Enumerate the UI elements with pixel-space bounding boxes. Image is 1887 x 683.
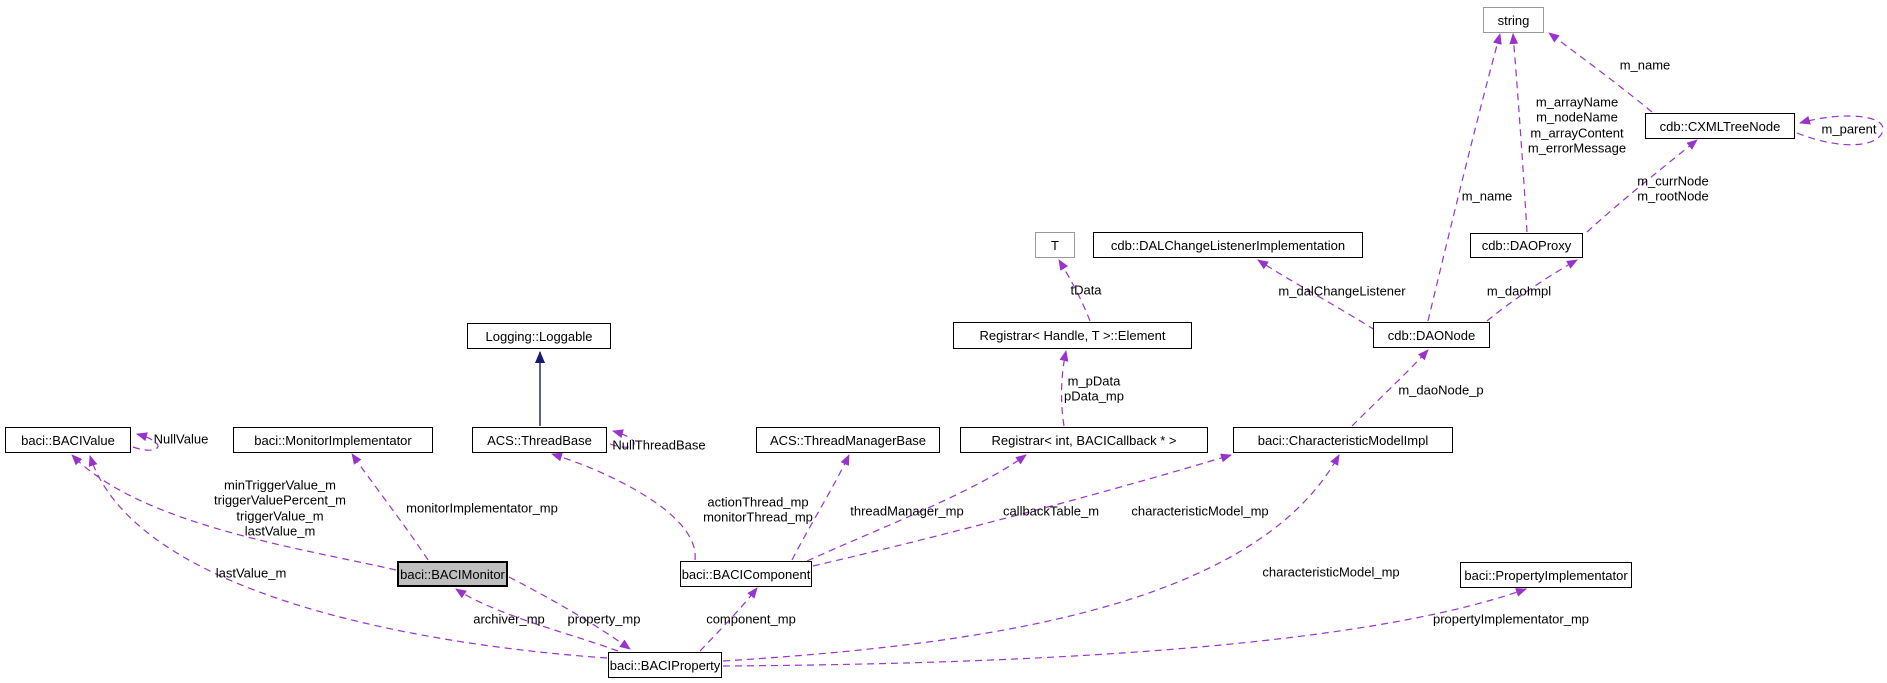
edge-label-callbacktable-m: callbackTable_m xyxy=(1002,503,1100,519)
edge-label-m-daoimpl: m_daoImpl xyxy=(1486,283,1552,299)
edge-label-lastvalue-m: lastValue_m xyxy=(215,565,287,581)
class-node-bacicomponent[interactable]: baci::BACIComponent xyxy=(680,561,812,587)
class-node-loggable[interactable]: Logging::Loggable xyxy=(467,323,611,349)
class-node-monitorimplementator[interactable]: baci::MonitorImplementator xyxy=(233,427,433,453)
edge-label-nullthreadbase: NullThreadBase xyxy=(612,437,706,453)
edge-label-tdata: tData xyxy=(1070,282,1102,298)
class-node-threadmanagerbase[interactable]: ACS::ThreadManagerBase xyxy=(756,427,940,453)
class-node-daoproxy[interactable]: cdb::DAOProxy xyxy=(1470,233,1583,258)
edge-label-monitorimplementator-mp: monitorImplementator_mp xyxy=(406,500,558,516)
class-node-cxmltreenode[interactable]: cdb::CXMLTreeNode xyxy=(1645,113,1795,139)
class-node-threadbase[interactable]: ACS::ThreadBase xyxy=(472,427,607,453)
edge-label-m-dalchangelistener: m_dalChangeListener xyxy=(1278,283,1406,299)
edge-label-characteristicmodel-mp-property: characteristicModel_mp xyxy=(1262,564,1400,580)
class-node-dalchangelistenerimplementation[interactable]: cdb::DALChangeListenerImplementation xyxy=(1093,232,1363,258)
class-node-daonode[interactable]: cdb::DAONode xyxy=(1373,322,1490,348)
edge-label-m-daonode-p: m_daoNode_p xyxy=(1398,382,1484,398)
class-node-registrar-element[interactable]: Registrar< Handle, T >::Element xyxy=(953,322,1192,349)
class-node-baciproperty[interactable]: baci::BACIProperty xyxy=(608,652,722,678)
edge-label-threadmanager-mp: threadManager_mp xyxy=(850,503,964,519)
class-node-registrar-int-bacicallback[interactable]: Registrar< int, BACICallback * > xyxy=(960,427,1208,453)
edge-label-m-pdata-pdata-mp: m_pData pData_mp xyxy=(1064,373,1124,404)
edge-label-m-parent: m_parent xyxy=(1821,121,1877,137)
edge-label-m-currnode-rootnode: m_currNode m_rootNode xyxy=(1637,173,1709,204)
edge-label-m-name-cxmltreenode: m_name xyxy=(1619,57,1671,73)
class-node-propertyimplementator[interactable]: baci::PropertyImplementator xyxy=(1460,562,1632,588)
edge-label-daoproxy-strings: m_arrayName m_nodeName m_arrayContent m_… xyxy=(1527,94,1627,156)
class-node-bacivalue[interactable]: baci::BACIValue xyxy=(5,427,131,453)
edge-label-component-mp: component_mp xyxy=(706,611,796,627)
edge-label-archiver-mp: archiver_mp xyxy=(473,611,545,627)
class-node-bacimonitor-current: baci::BACIMonitor xyxy=(397,561,508,587)
edge-label-propertyimplementator-mp: propertyImplementator_mp xyxy=(1432,611,1590,627)
edge-label-m-name-daonode: m_name xyxy=(1461,188,1513,204)
class-node-string: string xyxy=(1483,7,1544,33)
edge-label-trigger-values: minTriggerValue_m triggerValuePercent_m … xyxy=(214,477,346,539)
edge-label-property-mp: property_mp xyxy=(567,611,641,627)
edge-label-characteristicmodel-mp-component: characteristicModel_mp xyxy=(1131,503,1269,519)
edge-label-action-monitor-thread-mp: actionThread_mp monitorThread_mp xyxy=(703,494,813,525)
class-node-characteristicmodelimpl[interactable]: baci::CharacteristicModelImpl xyxy=(1233,427,1453,453)
class-node-t: T xyxy=(1035,232,1075,258)
edge-label-nullvalue: NullValue xyxy=(153,431,209,447)
